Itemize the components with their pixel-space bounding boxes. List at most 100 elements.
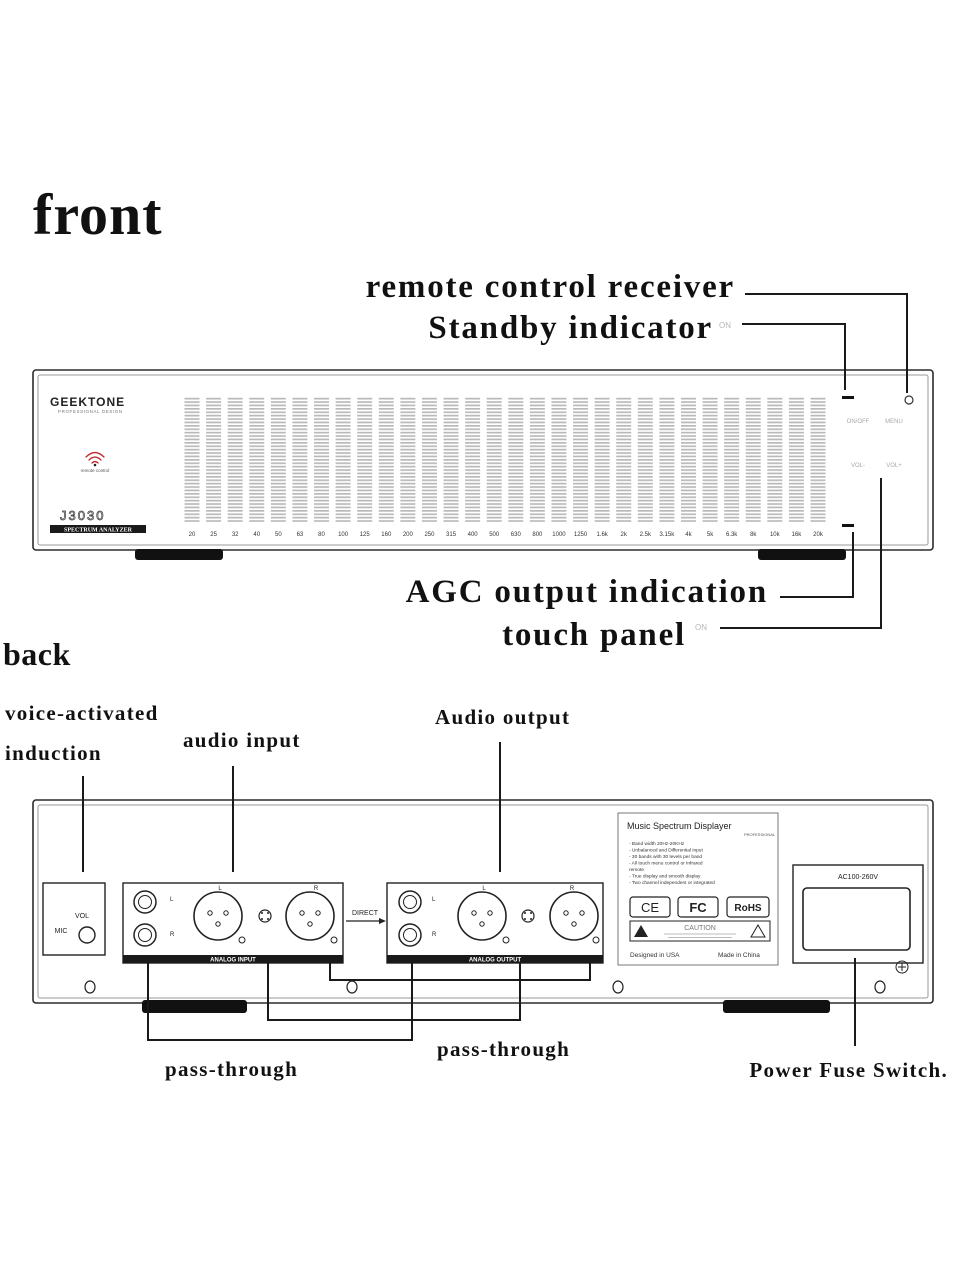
- link-port-input: [258, 909, 272, 923]
- spectrum-band-column: [573, 397, 589, 522]
- callout-pass-through-left: pass-through: [165, 1057, 299, 1081]
- spectrum-band-column: [594, 397, 610, 522]
- spectrum-band-label: 8k: [750, 532, 757, 538]
- ce-mark: CE: [641, 900, 659, 915]
- caution-box: [629, 920, 771, 942]
- spectrum-band-label: 80: [318, 532, 325, 538]
- spectrum-band-column: [314, 397, 330, 522]
- leader-touch-panel: [720, 478, 882, 629]
- spectrum-band-label: 6.3k: [726, 532, 738, 538]
- xlr-output-left-pin: [487, 910, 493, 916]
- xlr-output-left[interactable]: [457, 891, 507, 941]
- spectrum-band-column: [486, 397, 502, 522]
- spectrum-band-label: 200: [403, 532, 414, 538]
- front-leader-lines: [720, 293, 908, 629]
- callout-power-fuse: Power Fuse Switch.: [749, 1058, 948, 1082]
- callout-pass-through-right: pass-through: [437, 1037, 571, 1061]
- spectrum-band-column: [249, 397, 265, 522]
- front-foot-left: [135, 549, 223, 560]
- rack-screw-hole: [874, 980, 886, 994]
- spectrum-band-label: 16k: [792, 532, 803, 538]
- fc-mark: FC: [689, 900, 707, 915]
- spectrum-band-column: [335, 397, 351, 522]
- rca-input-left[interactable]: [133, 890, 157, 914]
- xlr-output-right[interactable]: [549, 891, 599, 941]
- remote-caption: remote control: [81, 468, 110, 473]
- rack-screw-hole: [84, 980, 96, 994]
- spectrum-band-label: 63: [297, 532, 304, 538]
- spectrum-band-label: 160: [381, 532, 392, 538]
- power-inlet-fuse-switch[interactable]: [802, 887, 911, 951]
- spectrum-band-column: [227, 397, 243, 522]
- xlr-output-right-pin: [563, 910, 569, 916]
- warning-triangle-icon: [634, 925, 648, 937]
- spectrum-band-column: [810, 397, 826, 522]
- spectrum-band-label: 1.6k: [596, 532, 608, 538]
- touch-key-menu[interactable]: MENU: [885, 419, 903, 425]
- warning-triangle-icon: [750, 924, 766, 938]
- mic-label: MIC: [55, 928, 68, 935]
- rca-input-left-ring: [138, 895, 152, 909]
- ce-mark-frame: [629, 896, 671, 918]
- brand-logo: GEEKTONE: [50, 395, 125, 409]
- callout-audio-input: audio input: [183, 728, 301, 752]
- xlr-output-left-pin: [479, 921, 485, 927]
- vol-label: VOL: [75, 913, 89, 920]
- xlr-input-left[interactable]: [193, 891, 243, 941]
- callout-voice-activated: voice-activated: [5, 701, 159, 725]
- mic-volume-knob[interactable]: [78, 926, 96, 944]
- xlr-output-right-label: R: [570, 886, 575, 892]
- callout-induction: induction: [5, 741, 102, 765]
- spectrum-band-column: [767, 397, 783, 522]
- direct-arrow-icon: [346, 918, 386, 924]
- standby-indicator-led: [842, 396, 854, 399]
- rca-input-left-label: L: [170, 897, 174, 903]
- back-heading: back: [3, 636, 71, 672]
- designed-in-label: Designed in USA: [630, 952, 680, 959]
- remote-receiver-window: [904, 395, 914, 405]
- info-plate-frame: [617, 812, 779, 966]
- leader-standby-indicator: [742, 323, 846, 390]
- spectrum-band-column: [184, 397, 200, 522]
- spectrum-band-label: 3.15k: [660, 532, 676, 538]
- spectrum-band-label: 40: [253, 532, 260, 538]
- rohs-mark-frame: [726, 896, 770, 918]
- callout-touch-mark: ON: [695, 623, 707, 632]
- xlr-input-left-pin: [215, 921, 221, 927]
- xlr-input-right-label: R: [314, 886, 319, 892]
- spectrum-band-column: [378, 397, 394, 522]
- info-feature: remote: [629, 867, 644, 873]
- spectrum-band-label: 2.5k: [640, 532, 652, 538]
- spectrum-band-column: [465, 397, 481, 522]
- spectrum-band-column: [421, 397, 437, 522]
- rack-screw-hole: [346, 980, 358, 994]
- callout-agc-output: AGC output indication: [405, 574, 768, 610]
- xlr-input-right[interactable]: [285, 891, 335, 941]
- caution-label: CAUTION: [684, 925, 716, 932]
- front-panel: GEEKTONE PROFESSIONAL DESIGN remote cont…: [32, 369, 934, 560]
- touch-key-on-off[interactable]: ON/OFF: [847, 419, 870, 425]
- touch-key-vol-up[interactable]: VOL+: [886, 463, 902, 469]
- info-feature: - Unbalanced and Differential input: [629, 848, 703, 854]
- mic-module-frame: [42, 882, 106, 956]
- spectrum-band-label: 32: [232, 532, 239, 538]
- info-feature: - Band width 20Hz-20KHz: [629, 841, 685, 847]
- rca-input-right[interactable]: [133, 923, 157, 947]
- callout-audio-output: Audio output: [435, 705, 571, 729]
- xlr-output-right-pin: [571, 921, 577, 927]
- pass-through-line-xlr-right: [329, 963, 591, 981]
- front-panel-inner-frame: [37, 374, 929, 546]
- agc-indicator-led: [842, 524, 854, 527]
- rca-output-left[interactable]: [398, 890, 422, 914]
- info-plate-title: Music Spectrum Displayer: [627, 821, 732, 831]
- remote-wifi-icon: [85, 451, 105, 467]
- info-feature: - 30 bands with 30 levels per band: [629, 854, 702, 860]
- touch-key-vol-down[interactable]: VOL-: [851, 463, 865, 469]
- rca-output-right[interactable]: [398, 923, 422, 947]
- spectrum-band-column: [616, 397, 632, 522]
- mic-module: VOL MIC: [42, 882, 106, 956]
- spectrum-band-column: [724, 397, 740, 522]
- spectrum-band-column: [508, 397, 524, 522]
- rohs-mark: RoHS: [734, 903, 762, 914]
- spectrum-band-label: 10k: [770, 532, 781, 538]
